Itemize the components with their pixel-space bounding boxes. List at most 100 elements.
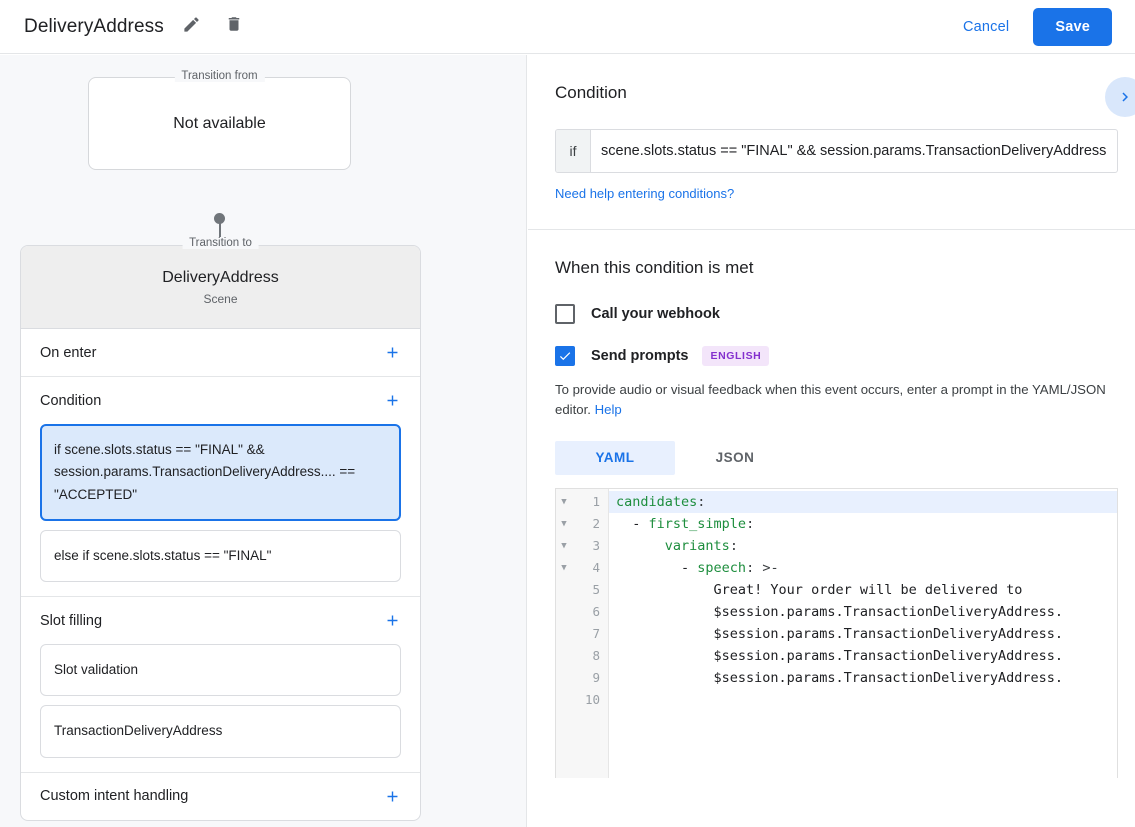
gutter-line: 6: [556, 601, 608, 623]
section-header-custom-intent-handling[interactable]: Custom intent handling: [21, 773, 420, 820]
top-app-bar: DeliveryAddress Cancel Save: [0, 0, 1135, 54]
add-condition-button[interactable]: [380, 389, 404, 413]
section-header-on-enter[interactable]: On enter: [21, 329, 420, 376]
pencil-icon: [182, 15, 201, 39]
condition-item-selected[interactable]: if scene.slots.status == "FINAL" && sess…: [40, 424, 401, 521]
code-line[interactable]: $session.params.TransactionDeliveryAddre…: [616, 625, 1064, 642]
code-indent: -: [616, 559, 698, 576]
gutter-line: 7: [556, 623, 608, 645]
code-line[interactable]: - speech: >-: [609, 557, 1117, 579]
yaml-punctuation: :: [746, 515, 755, 532]
line-number: 1: [592, 493, 600, 509]
code-indent: [616, 538, 665, 554]
scene-card: Transition to DeliveryAddress Scene On e…: [20, 237, 421, 821]
add-slot-filling-button[interactable]: [380, 609, 404, 633]
fold-triangle-icon[interactable]: ▼: [561, 496, 567, 507]
yaml-punctuation: :: [729, 537, 738, 554]
send-prompts-row[interactable]: Send prompts ENGLISH: [555, 346, 1118, 366]
line-number: 8: [592, 647, 600, 663]
code-line[interactable]: $session.params.TransactionDeliveryAddre…: [616, 603, 1064, 620]
gutter-line: 10: [556, 689, 608, 711]
gutter-line: ▼3: [556, 535, 608, 557]
scene-type: Scene: [203, 291, 238, 306]
call-webhook-checkbox[interactable]: [555, 304, 575, 324]
prompts-description: To provide audio or visual feedback when…: [555, 380, 1118, 421]
plus-icon: [387, 615, 397, 626]
yaml-punctuation: :: [697, 493, 706, 510]
gutter-line: ▼2: [556, 513, 608, 535]
section-on-enter: On enter: [21, 329, 420, 377]
edit-name-button[interactable]: [178, 13, 206, 41]
section-title: Condition: [40, 392, 102, 409]
tab-yaml[interactable]: YAML: [555, 440, 675, 475]
language-badge: ENGLISH: [702, 346, 770, 366]
editor-code-area[interactable]: candidates: - first_simple: variants: - …: [609, 489, 1117, 778]
section-custom-intent-handling: Custom intent handling: [21, 773, 420, 820]
when-condition-met-panel: When this condition is met Call your web…: [528, 230, 1135, 800]
code-line[interactable]: - first_simple:: [609, 513, 1117, 535]
plus-icon: [387, 347, 397, 358]
code-line[interactable]: $session.params.TransactionDeliveryAddre…: [616, 647, 1064, 664]
transition-to-legend: Transition to: [182, 237, 259, 249]
condition-help-link[interactable]: Need help entering conditions?: [555, 186, 735, 201]
section-title: Custom intent handling: [40, 788, 189, 805]
transition-from-value: Not available: [173, 114, 266, 132]
prompts-description-text: To provide audio or visual feedback when…: [555, 382, 1106, 418]
line-number: 7: [592, 625, 600, 641]
call-webhook-label: Call your webhook: [591, 306, 720, 322]
section-condition: Condition if scene.slots.status == "FINA…: [21, 377, 420, 598]
call-webhook-row[interactable]: Call your webhook: [555, 304, 1118, 324]
line-number: 3: [592, 537, 600, 553]
section-header-slot-filling[interactable]: Slot filling: [21, 597, 420, 644]
add-custom-intent-button[interactable]: [380, 784, 404, 808]
code-line[interactable]: Great! Your order will be delivered to: [616, 581, 1023, 598]
fold-triangle-icon[interactable]: ▼: [561, 562, 567, 573]
save-button[interactable]: Save: [1033, 7, 1112, 46]
yaml-key: first_simple: [648, 515, 747, 532]
yaml-punctuation: : >-: [746, 559, 779, 576]
yaml-key: candidates: [616, 493, 698, 510]
line-number: 6: [592, 603, 600, 619]
send-prompts-label: Send prompts: [591, 348, 689, 364]
code-line[interactable]: variants:: [609, 535, 1117, 557]
collapse-panel-button[interactable]: [1105, 77, 1135, 117]
slot-filling-list: Slot validation TransactionDeliveryAddre…: [21, 644, 420, 772]
code-line[interactable]: [609, 689, 1117, 711]
condition-item[interactable]: else if scene.slots.status == "FINAL": [40, 529, 401, 583]
gutter-line: ▼4: [556, 557, 608, 579]
code-line[interactable]: $session.params.TransactionDeliveryAddre…: [616, 669, 1064, 686]
condition-input[interactable]: [591, 130, 1117, 172]
line-number: 4: [592, 559, 600, 575]
line-number: 10: [584, 691, 600, 707]
transition-from-legend: Transition from: [174, 70, 265, 82]
prompts-help-link[interactable]: Help: [594, 402, 622, 418]
scene-name: DeliveryAddress: [162, 268, 279, 286]
chevron-right-icon: [1122, 92, 1128, 102]
right-pane: Condition if Need help entering conditio…: [528, 55, 1135, 827]
yaml-key: variants: [664, 537, 730, 554]
fold-triangle-icon[interactable]: ▼: [561, 540, 567, 551]
tab-json[interactable]: JSON: [715, 450, 755, 466]
send-prompts-checkbox[interactable]: [555, 346, 575, 366]
delete-button[interactable]: [220, 13, 248, 41]
gutter-line: 5: [556, 579, 608, 601]
transition-from-node[interactable]: Transition from Not available: [88, 70, 351, 170]
add-on-enter-button[interactable]: [380, 341, 404, 365]
cancel-button[interactable]: Cancel: [949, 11, 1023, 43]
slot-item[interactable]: TransactionDeliveryAddress: [40, 705, 401, 758]
condition-input-row[interactable]: if: [555, 129, 1118, 173]
section-header-condition[interactable]: Condition: [21, 377, 420, 424]
trash-icon: [225, 15, 243, 38]
section-slot-filling: Slot filling Slot validation Transaction…: [21, 597, 420, 773]
yaml-key: speech: [697, 559, 747, 576]
transition-to-node[interactable]: Transition to DeliveryAddress Scene: [21, 237, 420, 329]
editor-format-tabs: YAML JSON: [555, 440, 1118, 475]
left-pane: Transition from Not available Transition…: [0, 55, 527, 827]
code-line[interactable]: candidates:: [609, 490, 1117, 513]
gutter-line: 8: [556, 645, 608, 667]
fold-triangle-icon[interactable]: ▼: [561, 518, 567, 529]
condition-heading: Condition: [555, 83, 627, 102]
slot-validation-item[interactable]: Slot validation: [40, 644, 401, 697]
